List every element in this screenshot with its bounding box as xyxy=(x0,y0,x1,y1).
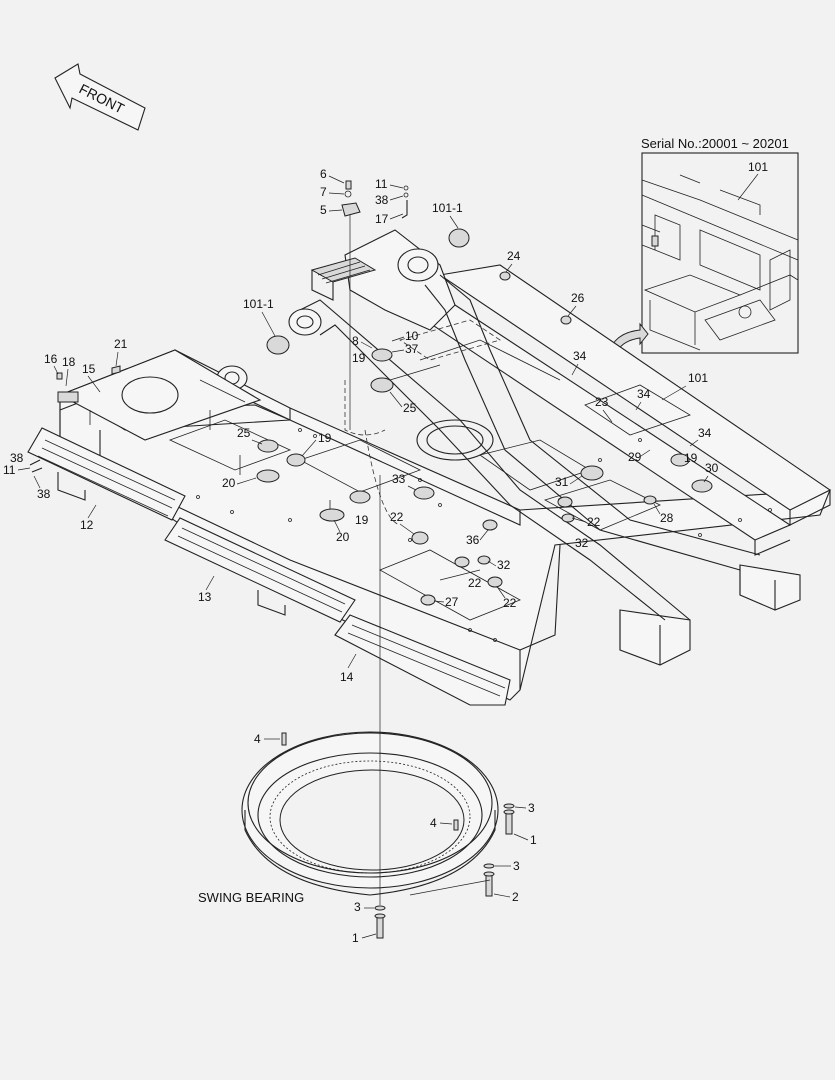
callout-4-left: 4 xyxy=(254,732,261,746)
callout-27: 27 xyxy=(445,595,459,609)
callout-101: 101 xyxy=(688,371,708,385)
callout-26: 26 xyxy=(571,291,585,305)
callout-12: 12 xyxy=(80,518,94,532)
step-plate-12 xyxy=(27,427,186,521)
step-plate-14 xyxy=(334,614,511,706)
callout-34-a: 34 xyxy=(573,349,587,363)
callout-3-c: 3 xyxy=(354,900,361,914)
callout-30: 30 xyxy=(705,461,719,475)
callout-22-d: 22 xyxy=(503,596,517,610)
callout-22-a: 22 xyxy=(390,510,404,524)
callout-8: 8 xyxy=(352,334,359,348)
callout-4-right: 4 xyxy=(430,816,437,830)
callout-24: 24 xyxy=(507,249,521,263)
front-direction-arrow: FRONT xyxy=(54,63,146,131)
callout-20-lower: 20 xyxy=(336,530,350,544)
bolts xyxy=(374,803,515,939)
top-hardware xyxy=(29,180,409,473)
callout-6: 6 xyxy=(320,167,327,181)
step-plate-13 xyxy=(164,517,356,623)
callout-101-1-top: 101-1 xyxy=(432,201,463,215)
callout-23: 23 xyxy=(595,395,609,409)
callout-21: 21 xyxy=(114,337,128,351)
callouts: 6 7 5 11 38 17 101-1 24 26 101-1 8 10 37… xyxy=(3,167,719,945)
callout-31: 31 xyxy=(555,475,569,489)
callout-101-1-left: 101-1 xyxy=(243,297,274,311)
callout-15: 15 xyxy=(82,362,96,376)
callout-7: 7 xyxy=(320,185,327,199)
callout-1-b: 1 xyxy=(352,931,359,945)
callout-19-mid: 19 xyxy=(355,513,369,527)
callout-38-left-b: 38 xyxy=(37,487,51,501)
callout-38-left-a: 38 xyxy=(10,451,24,465)
callout-16: 16 xyxy=(44,352,58,366)
callout-19-right: 19 xyxy=(684,451,698,465)
seal-rings xyxy=(256,228,713,606)
callout-34-c: 34 xyxy=(698,426,712,440)
callout-33: 33 xyxy=(392,472,406,486)
callout-17: 17 xyxy=(375,212,389,226)
swing-bearing-label: SWING BEARING xyxy=(198,890,304,905)
callout-5: 5 xyxy=(320,203,327,217)
swing-bearing xyxy=(241,731,499,896)
callout-19-left: 19 xyxy=(318,431,332,445)
callout-20-upper: 20 xyxy=(222,476,236,490)
serial-inset: Serial No.:20001 ~ 20201 101 xyxy=(607,136,799,359)
callout-11-left: 11 xyxy=(3,463,16,477)
callout-38-top: 38 xyxy=(375,193,389,207)
callout-10: 10 xyxy=(405,329,419,343)
callout-29: 29 xyxy=(628,450,642,464)
callout-18: 18 xyxy=(62,355,76,369)
callout-25-left: 25 xyxy=(237,426,251,440)
serial-number-label: Serial No.:20001 ~ 20201 xyxy=(641,136,789,151)
callout-32-a: 32 xyxy=(575,536,589,550)
callout-36: 36 xyxy=(466,533,480,547)
callout-3-b: 3 xyxy=(513,859,520,873)
callout-14: 14 xyxy=(340,670,354,684)
callout-19-upper: 19 xyxy=(352,351,366,365)
callout-25-upper: 25 xyxy=(403,401,417,415)
callout-34-b: 34 xyxy=(637,387,651,401)
callout-28: 28 xyxy=(660,511,674,525)
callout-11-top: 11 xyxy=(375,177,388,191)
callout-22-b: 22 xyxy=(587,515,601,529)
callout-22-c: 22 xyxy=(468,576,482,590)
callout-37: 37 xyxy=(405,342,419,356)
inset-callout-101: 101 xyxy=(748,160,768,174)
callout-3-a: 3 xyxy=(528,801,535,815)
callout-32-b: 32 xyxy=(497,558,511,572)
callout-1-a: 1 xyxy=(530,833,537,847)
callout-13: 13 xyxy=(198,590,212,604)
callout-2: 2 xyxy=(512,890,519,904)
